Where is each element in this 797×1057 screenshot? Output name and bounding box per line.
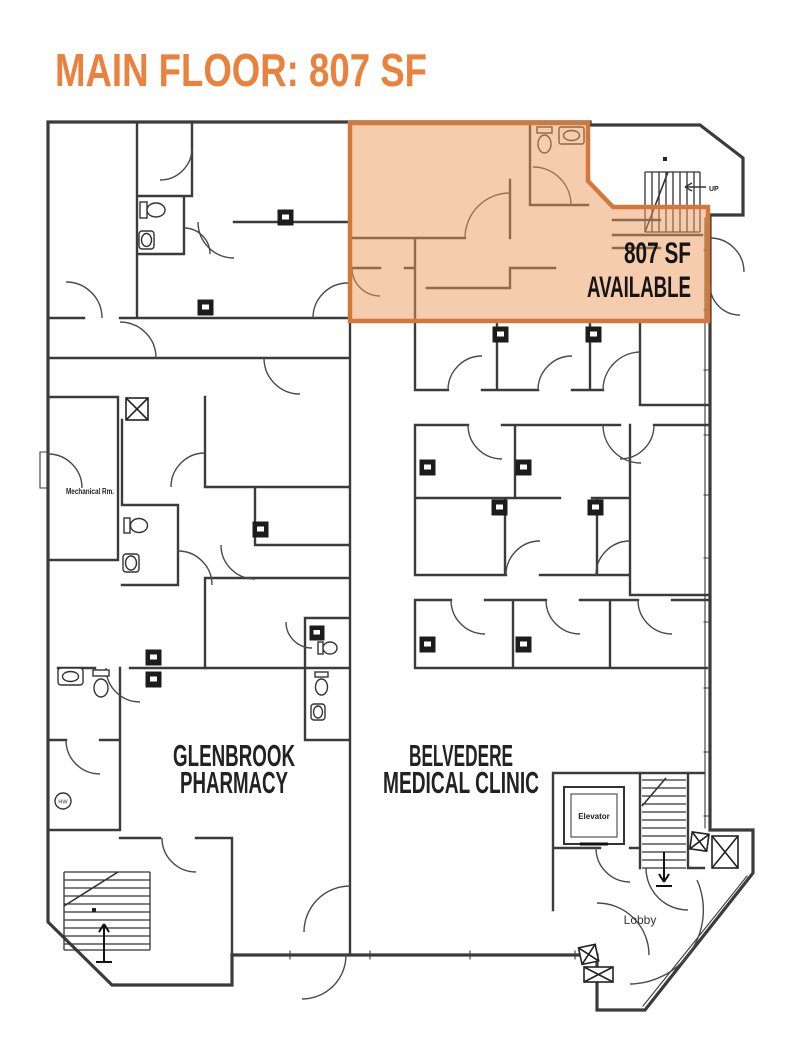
west-suite-walls (46, 120, 352, 957)
toilet-icon (139, 201, 166, 219)
toilet-icon (123, 517, 149, 534)
sink-icon (57, 667, 84, 686)
column-shaft-symbols (125, 397, 739, 983)
water-heater-label: HW (58, 800, 68, 806)
sink-icon (138, 230, 155, 250)
toilet-icon (92, 669, 110, 698)
x-box-icon (711, 835, 739, 869)
clinic-label-line1: BELVEDERE (409, 738, 513, 773)
page-title: MAIN FLOOR: 807 SF (55, 44, 427, 96)
sink-icon (122, 553, 140, 573)
pharmacy-label-line2: PHARMACY (180, 765, 288, 800)
up-label-northeast: UP (709, 186, 719, 193)
lobby-block-walls (551, 771, 706, 912)
toilet-icon (317, 641, 338, 655)
stairs-southwest (63, 871, 151, 963)
mechanical-room-label: Mechanical Rm. (66, 487, 114, 496)
x-box-icon (577, 943, 600, 966)
x-box-icon (125, 397, 149, 421)
sink-icon (310, 703, 326, 721)
x-box-icon (688, 831, 710, 853)
exterior-wall (46, 120, 755, 1012)
available-sf-label: 807 SF (624, 237, 691, 270)
northwest-suite-walls (46, 120, 352, 320)
available-label: AVAILABLE (587, 271, 691, 304)
elevator-label: Elevator (578, 812, 610, 821)
stairs-lobby (641, 777, 686, 887)
clinic-label-line2: MEDICAL CLINIC (383, 765, 539, 800)
exam-room-walls (413, 320, 712, 670)
counter-sinks (145, 209, 604, 688)
toilet-icon (314, 671, 329, 696)
x-box-icon (583, 966, 614, 983)
water-heater-icon (54, 792, 72, 810)
pharmacy-label-line1: GLENBROOK (173, 738, 295, 773)
available-suite-highlight (347, 120, 711, 324)
lobby-label: Lobby (624, 913, 657, 927)
elevator-box (563, 786, 625, 846)
available-suite-overlay (347, 120, 711, 324)
